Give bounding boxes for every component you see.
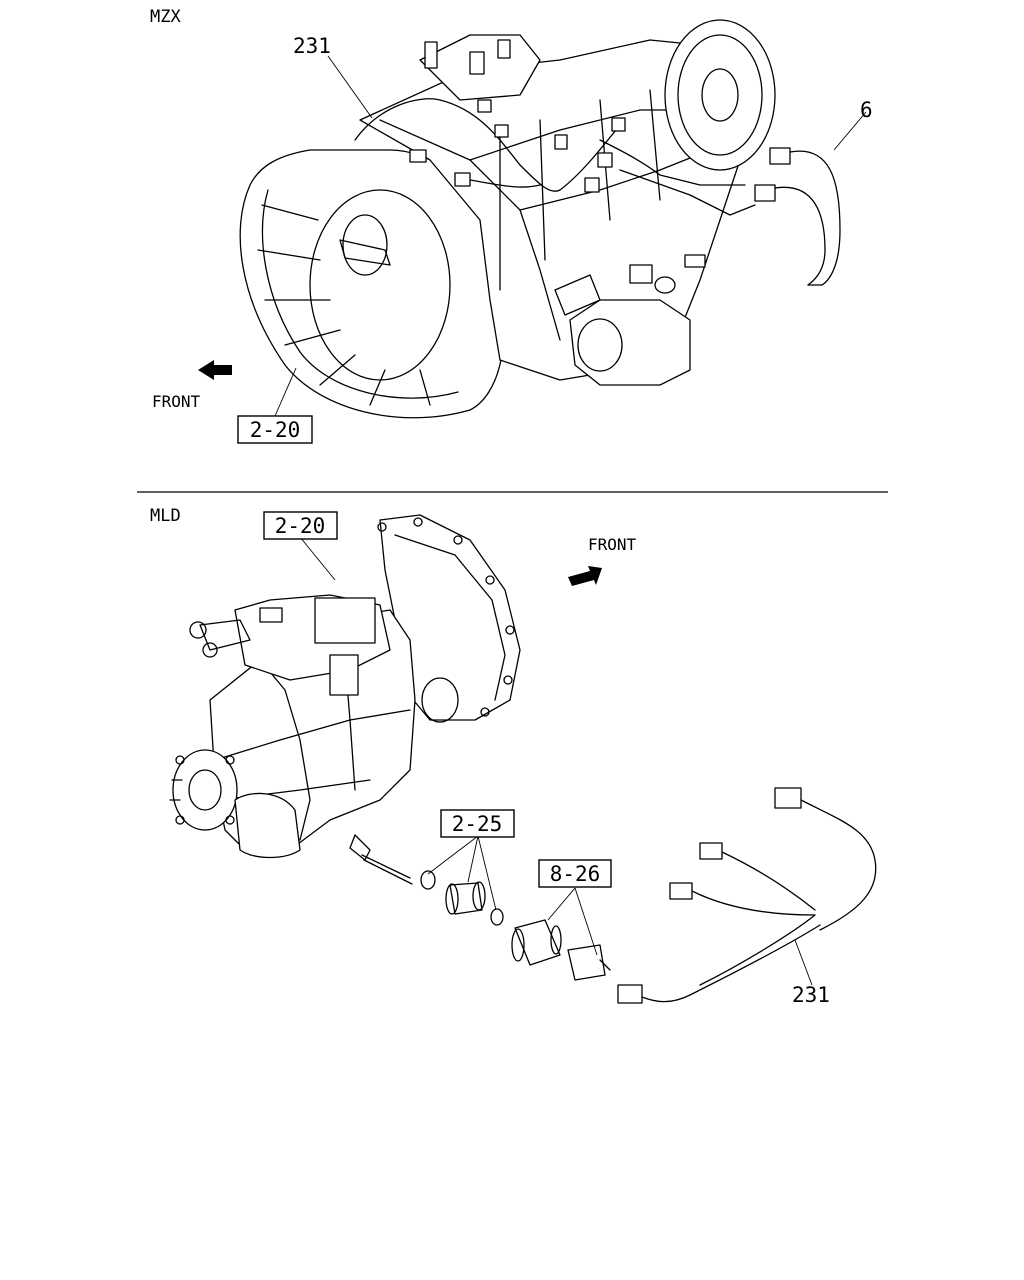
leader-line-231-mzx bbox=[327, 55, 373, 119]
model-label-mld: MLD bbox=[150, 506, 181, 526]
ref-box-8-26-mld bbox=[538, 859, 612, 888]
ref-box-label-2-20-mld: 2-20 bbox=[275, 514, 326, 538]
part-label-6-mzx: 6 bbox=[860, 98, 873, 122]
part-label-231-mld: 231 bbox=[792, 983, 830, 1007]
ref-box-2-20-mld bbox=[263, 511, 338, 540]
leader-line-6-mzx bbox=[833, 111, 867, 151]
leader-line-8-26-mld bbox=[547, 887, 598, 956]
front-arrow-icon bbox=[198, 360, 232, 380]
ref-box-label-2-25-mld: 2-25 bbox=[452, 812, 503, 836]
section-mld: MLD bbox=[150, 506, 877, 1007]
leader-line-231-mld bbox=[794, 939, 813, 986]
ref-box-label-2-20-mzx: 2-20 bbox=[250, 418, 301, 442]
model-label-mzx: MZX bbox=[150, 7, 181, 27]
leader-line-2-20-mzx bbox=[274, 367, 297, 417]
ref-box-label-8-26-mld: 8-26 bbox=[550, 862, 601, 886]
front-label-mld: FRONT bbox=[588, 535, 637, 554]
ref-box-2-25-mld bbox=[440, 809, 515, 838]
leader-line-2-20-mld bbox=[299, 536, 336, 581]
ref-box-2-20-mzx bbox=[237, 415, 313, 444]
front-arrow-icon bbox=[568, 566, 602, 586]
leader-line-2-25-mld bbox=[427, 835, 497, 911]
transmission-mzx-drawing bbox=[198, 19, 841, 419]
front-label-mzx: FRONT bbox=[152, 392, 201, 411]
section-mzx: MZX bbox=[150, 7, 873, 444]
transmission-mld-drawing bbox=[169, 514, 877, 1004]
part-label-231-mzx: 231 bbox=[293, 34, 331, 58]
